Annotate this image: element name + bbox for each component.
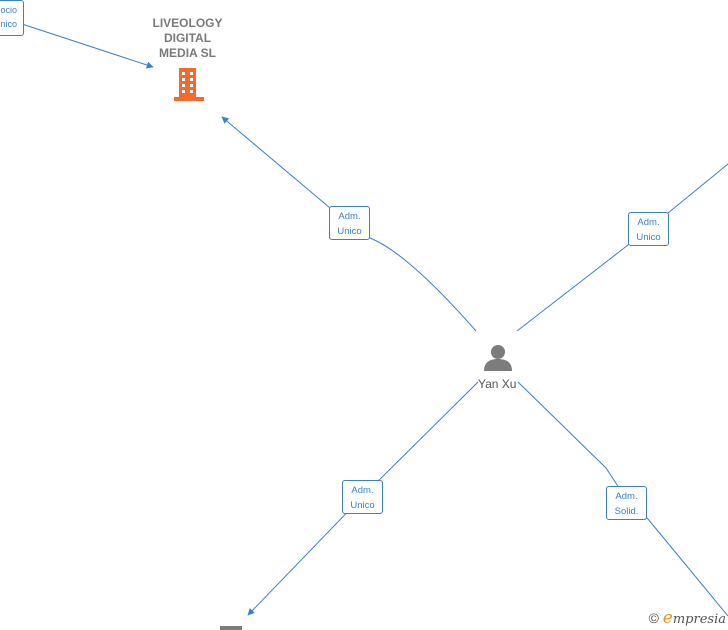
edge-label-line-2: nico bbox=[0, 19, 17, 29]
edge-label-top-left[interactable]: ocio nico bbox=[0, 0, 24, 36]
edge-line-top-left bbox=[21, 23, 154, 69]
brand-name: mpresia bbox=[672, 612, 726, 627]
edge-label-line-1: Adm. bbox=[615, 491, 638, 502]
edge-label-line-2: Unico bbox=[350, 500, 375, 511]
edge-line-to-company bbox=[221, 116, 477, 332]
company-name-line-1: LIVEOLOGY bbox=[152, 16, 223, 30]
edge-label-line-2: Unico bbox=[337, 226, 362, 237]
person-icon[interactable] bbox=[484, 345, 512, 371]
edge-label-adm-unico-company[interactable]: Adm. Unico bbox=[329, 206, 370, 240]
person-name[interactable]: Yan Xu bbox=[478, 377, 517, 391]
company-name-line-2: DIGITAL bbox=[163, 31, 212, 45]
building-icon[interactable] bbox=[174, 68, 204, 101]
brand-e-letter: e bbox=[662, 608, 673, 628]
edge-label-adm-unico-top-right[interactable]: Adm. Unico bbox=[628, 212, 669, 246]
edge-label-adm-solid-bottom-right[interactable]: Adm. Solid. bbox=[606, 486, 647, 520]
company-name-line-3: MEDIA SL bbox=[159, 46, 216, 60]
company-name[interactable]: LIVEOLOGY DIGITAL MEDIA SL bbox=[140, 16, 235, 61]
edge-label-line-1: Adm. bbox=[351, 485, 374, 496]
copyright-icon: © bbox=[648, 610, 659, 626]
edge-label-adm-unico-bottom-left[interactable]: Adm. Unico bbox=[342, 480, 383, 514]
edge-line-to-top-right bbox=[516, 163, 728, 332]
empresia-watermark: © empresia bbox=[649, 608, 726, 628]
edge-label-line-1: Adm. bbox=[338, 211, 361, 222]
edge-label-line-2: Unico bbox=[636, 232, 661, 243]
partial-node-icon bbox=[220, 626, 242, 630]
edge-label-line-2: Solid. bbox=[614, 506, 639, 517]
edge-label-line-1: Adm. bbox=[637, 217, 660, 228]
edge-label-line-1: ocio bbox=[0, 5, 17, 15]
